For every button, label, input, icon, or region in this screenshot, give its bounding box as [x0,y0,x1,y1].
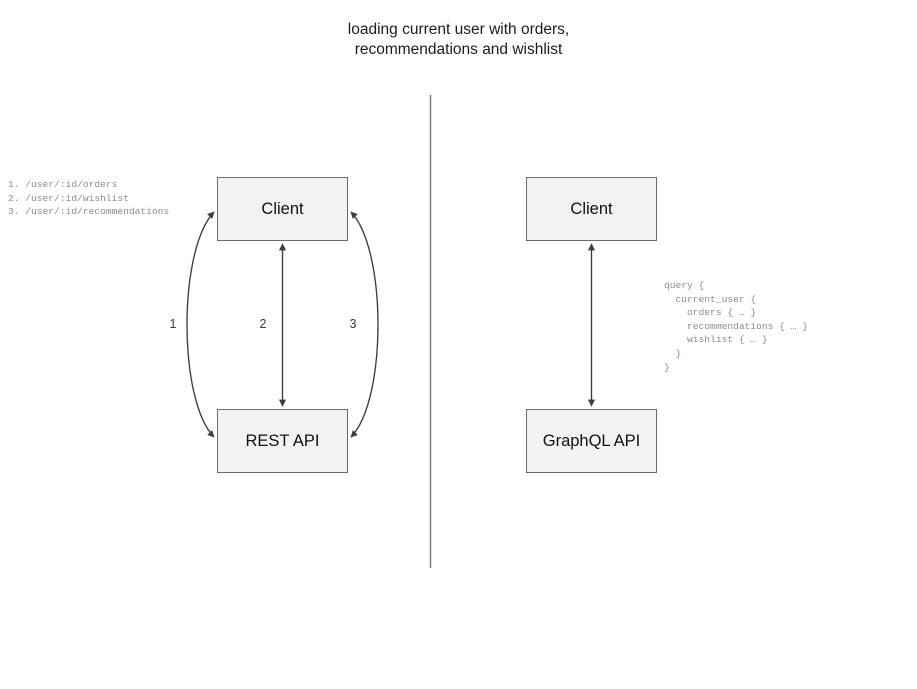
diagram-title-line-2: recommendations and wishlist [354,41,563,58]
node-graphql-api: GraphQL API [526,409,657,473]
node-rest-api: REST API [217,409,348,473]
edge-arrow-1 [186,211,215,438]
rest-endpoints-list: 1. /user/:id/orders 2. /user/:id/wishlis… [8,179,170,218]
diagram-title-line-1: loading current user with orders, [347,21,570,38]
edge-label-3: 3 [349,317,357,331]
node-client-graphql: Client [526,177,657,241]
edge-label-1: 1 [169,317,177,331]
edge-arrow-3 [350,211,379,438]
graphql-query-block: query { current_user { orders { … } reco… [664,280,808,373]
diagram-title: loading current user with orders, recomm… [0,20,917,60]
edge-label-2: 2 [259,317,267,331]
node-client-rest: Client [217,177,348,241]
